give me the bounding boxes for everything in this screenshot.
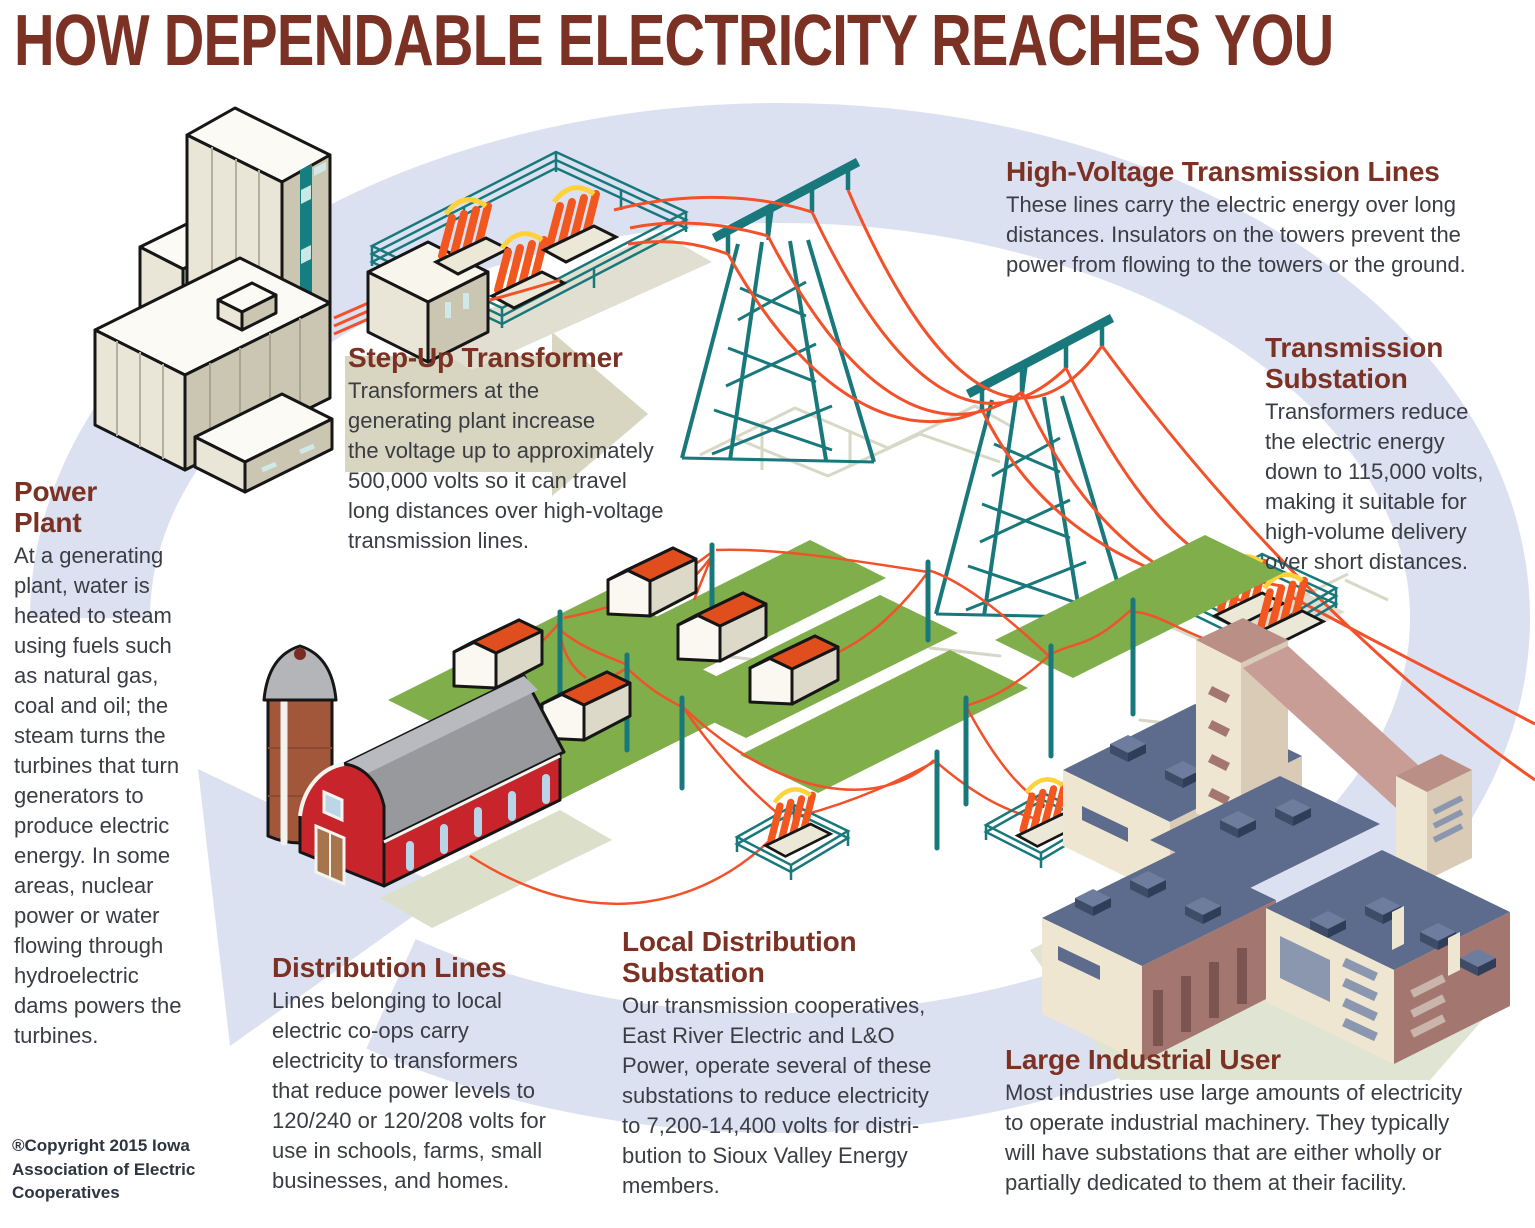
section-local-distribution-substation: Local Distribution Substation Our transm…	[622, 926, 990, 1201]
circular-flow-arrow	[30, 103, 1530, 1133]
local-distribution-heading: Local Distribution Substation	[622, 926, 857, 988]
industrial-user-body: Most industries use large amounts of ele…	[1005, 1080, 1463, 1195]
distribution-lines-heading: Distribution Lines	[272, 952, 507, 983]
power-plant-body: At a generating plant, water is heated t…	[14, 543, 182, 1048]
barn	[298, 674, 566, 888]
step-up-heading: Step-Up Transformer	[348, 342, 623, 373]
transmission-substation-body: Transformers reduce the electric energy …	[1265, 399, 1484, 574]
step-up-building	[366, 240, 490, 364]
industrial-complex-illustration	[1042, 618, 1510, 1064]
flow-arrowhead	[198, 769, 450, 1046]
section-transmission-substation: Transmission Substation Transformers red…	[1265, 332, 1535, 577]
page-title: HOW DEPENDABLE ELECTRICITY REACHES YOU	[14, 1, 1334, 81]
industrial-link-roof	[1150, 776, 1380, 888]
distribution-lines-body: Lines belonging to local electric co-ops…	[272, 988, 546, 1193]
step-up-body: Transformers at the generating plant inc…	[348, 378, 664, 553]
industrial-conveyor	[1243, 646, 1472, 880]
distribution-substation-a	[734, 789, 851, 880]
industrial-left-building	[1042, 852, 1276, 1062]
transmission-substation-heading: Transmission Substation	[1265, 332, 1444, 394]
section-step-up-transformer: Step-Up Transformer Transformers at the …	[348, 342, 740, 556]
high-voltage-heading: High-Voltage Transmission Lines	[1006, 156, 1440, 187]
step-up-arrow	[345, 332, 648, 496]
step-up-substation-illustration	[366, 150, 689, 364]
farm-barn-and-silo	[262, 644, 566, 888]
section-high-voltage-lines: High-Voltage Transmission Lines These li…	[1006, 156, 1534, 280]
transmission-tower-2	[936, 318, 1128, 618]
section-large-industrial-user: Large Industrial User Most industries us…	[1005, 1044, 1535, 1198]
section-distribution-lines: Distribution Lines Lines belonging to lo…	[272, 952, 608, 1196]
copyright-notice: ®Copyright 2015 Iowa Association of Elec…	[12, 1136, 196, 1202]
section-power-plant: Power Plant At a generating plant, water…	[14, 476, 238, 1051]
power-plant-heading: Power Plant	[14, 476, 98, 538]
plant-outbuilding	[193, 392, 334, 494]
high-voltage-body: These lines carry the electric energy ov…	[1006, 192, 1466, 277]
local-distribution-body: Our transmission cooperatives, East Rive…	[622, 993, 932, 1198]
power-plant-illustration	[93, 106, 399, 494]
industrial-user-heading: Large Industrial User	[1005, 1044, 1281, 1075]
silo	[262, 644, 338, 846]
industrial-right-building	[1266, 850, 1510, 1064]
